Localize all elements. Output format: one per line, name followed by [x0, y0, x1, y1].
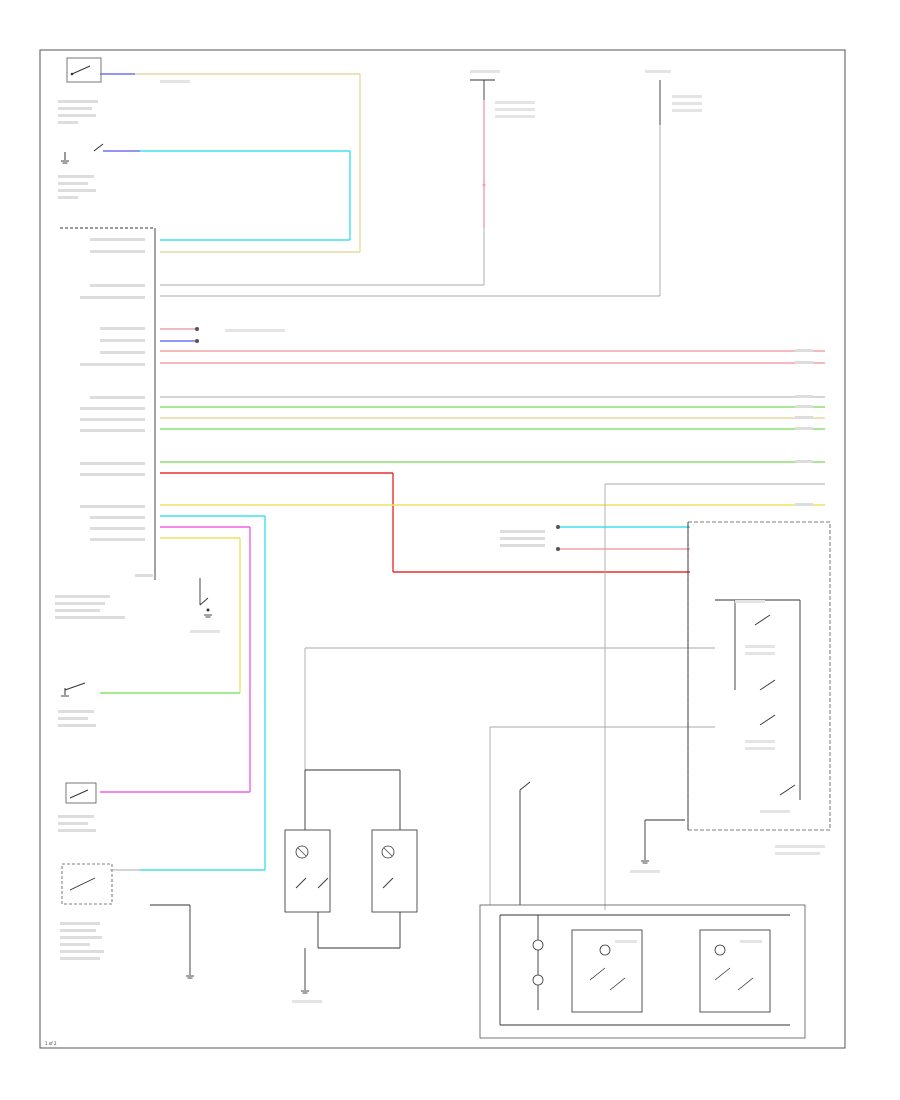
relay-icon [714, 944, 754, 991]
fuse-block-center [470, 70, 535, 285]
relay-icon [589, 944, 626, 991]
right-rear-door-switch [58, 143, 351, 240]
front-door-lock-assembly [687, 521, 831, 855]
page-footer: 1 of 2 [45, 1041, 57, 1046]
trunk-lid-switch [60, 863, 265, 979]
ground-icon [61, 160, 69, 164]
connector-group-center-right [489, 483, 825, 910]
switch-icon [66, 57, 102, 83]
switch-icon [61, 143, 104, 164]
left-relay [571, 929, 643, 1013]
right-rear-window-switch [58, 782, 250, 832]
left-rear-window-switch [58, 682, 240, 727]
right-room-lamp [371, 829, 418, 913]
body-control-module [60, 227, 825, 870]
right-relay [699, 929, 771, 1013]
ground-icon [641, 860, 649, 864]
lamp-icon [381, 845, 395, 859]
wire-terminals [795, 349, 813, 506]
switch-icon [65, 782, 97, 804]
left-room-lamp [284, 829, 331, 913]
bottom-relay-assembly [479, 904, 806, 1039]
combination-meter [55, 578, 220, 633]
ground-icon [186, 975, 194, 979]
interior-lamp-cluster [284, 647, 715, 1003]
diagram-border [39, 49, 846, 1049]
ground-icon [204, 614, 212, 618]
resistor-pair [532, 915, 544, 1010]
switch-icon [61, 682, 86, 697]
lamp-icon [295, 845, 309, 859]
ground-icon [301, 990, 309, 994]
fuse-block-right [645, 70, 702, 296]
left-rear-door-switch [58, 57, 361, 252]
